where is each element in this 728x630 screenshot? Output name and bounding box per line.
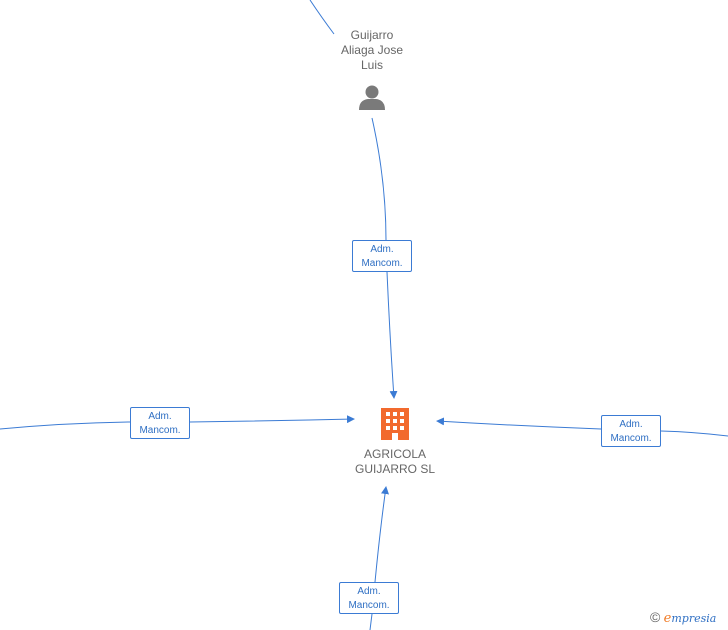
edge-label-bottom[interactable]: Adm. Mancom. xyxy=(339,582,399,614)
edge-label-line-1: Adm. xyxy=(357,586,381,597)
edge-label-top[interactable]: Adm. Mancom. xyxy=(352,240,412,272)
company-name-line-1: AGRICOLA xyxy=(363,447,426,461)
edge-line-offcanvas-top xyxy=(309,0,335,35)
edge-label-line-2: Mancom. xyxy=(348,600,390,611)
edge-label-line-2: Mancom. xyxy=(361,258,403,269)
edge-label-line-1: Adm. xyxy=(619,419,643,430)
edge-line-left-arrow xyxy=(189,415,355,424)
edge-line-person-company xyxy=(371,117,387,241)
brand-logo-e: e xyxy=(663,611,672,626)
edge-label-line-1: Adm. xyxy=(148,411,172,422)
company-node-label[interactable]: AGRICOLA GUIJARRO SL xyxy=(325,447,465,477)
edge-label-line-2: Mancom. xyxy=(610,433,652,444)
building-icon[interactable] xyxy=(381,408,409,440)
brand-watermark: © empresia xyxy=(650,609,716,626)
edge-label-right[interactable]: Adm. Mancom. xyxy=(601,415,661,447)
person-icon[interactable] xyxy=(359,85,385,111)
copyright-symbol: © xyxy=(650,609,661,625)
edge-line-left xyxy=(0,421,131,430)
edge-label-left[interactable]: Adm. Mancom. xyxy=(130,407,190,439)
edge-line-right xyxy=(660,430,728,437)
company-name-line-2: GUIJARRO SL xyxy=(354,462,435,476)
edge-line-bottom-arrow xyxy=(374,486,389,583)
edge-label-line-1: Adm. xyxy=(370,244,394,255)
edge-line-bottom xyxy=(369,613,373,630)
edge-line-right-arrow xyxy=(436,417,602,430)
person-name-line-3: Luis xyxy=(360,58,383,72)
person-node-label[interactable]: Guijarro Aliaga Jose Luis xyxy=(322,28,422,73)
brand-logo-text: mpresia xyxy=(671,612,717,625)
person-name-line-1: Guijarro xyxy=(350,28,394,42)
person-name-line-2: Aliaga Jose xyxy=(340,43,404,57)
edge-label-line-2: Mancom. xyxy=(139,425,181,436)
edge-line-person-company-arrow xyxy=(386,271,398,399)
